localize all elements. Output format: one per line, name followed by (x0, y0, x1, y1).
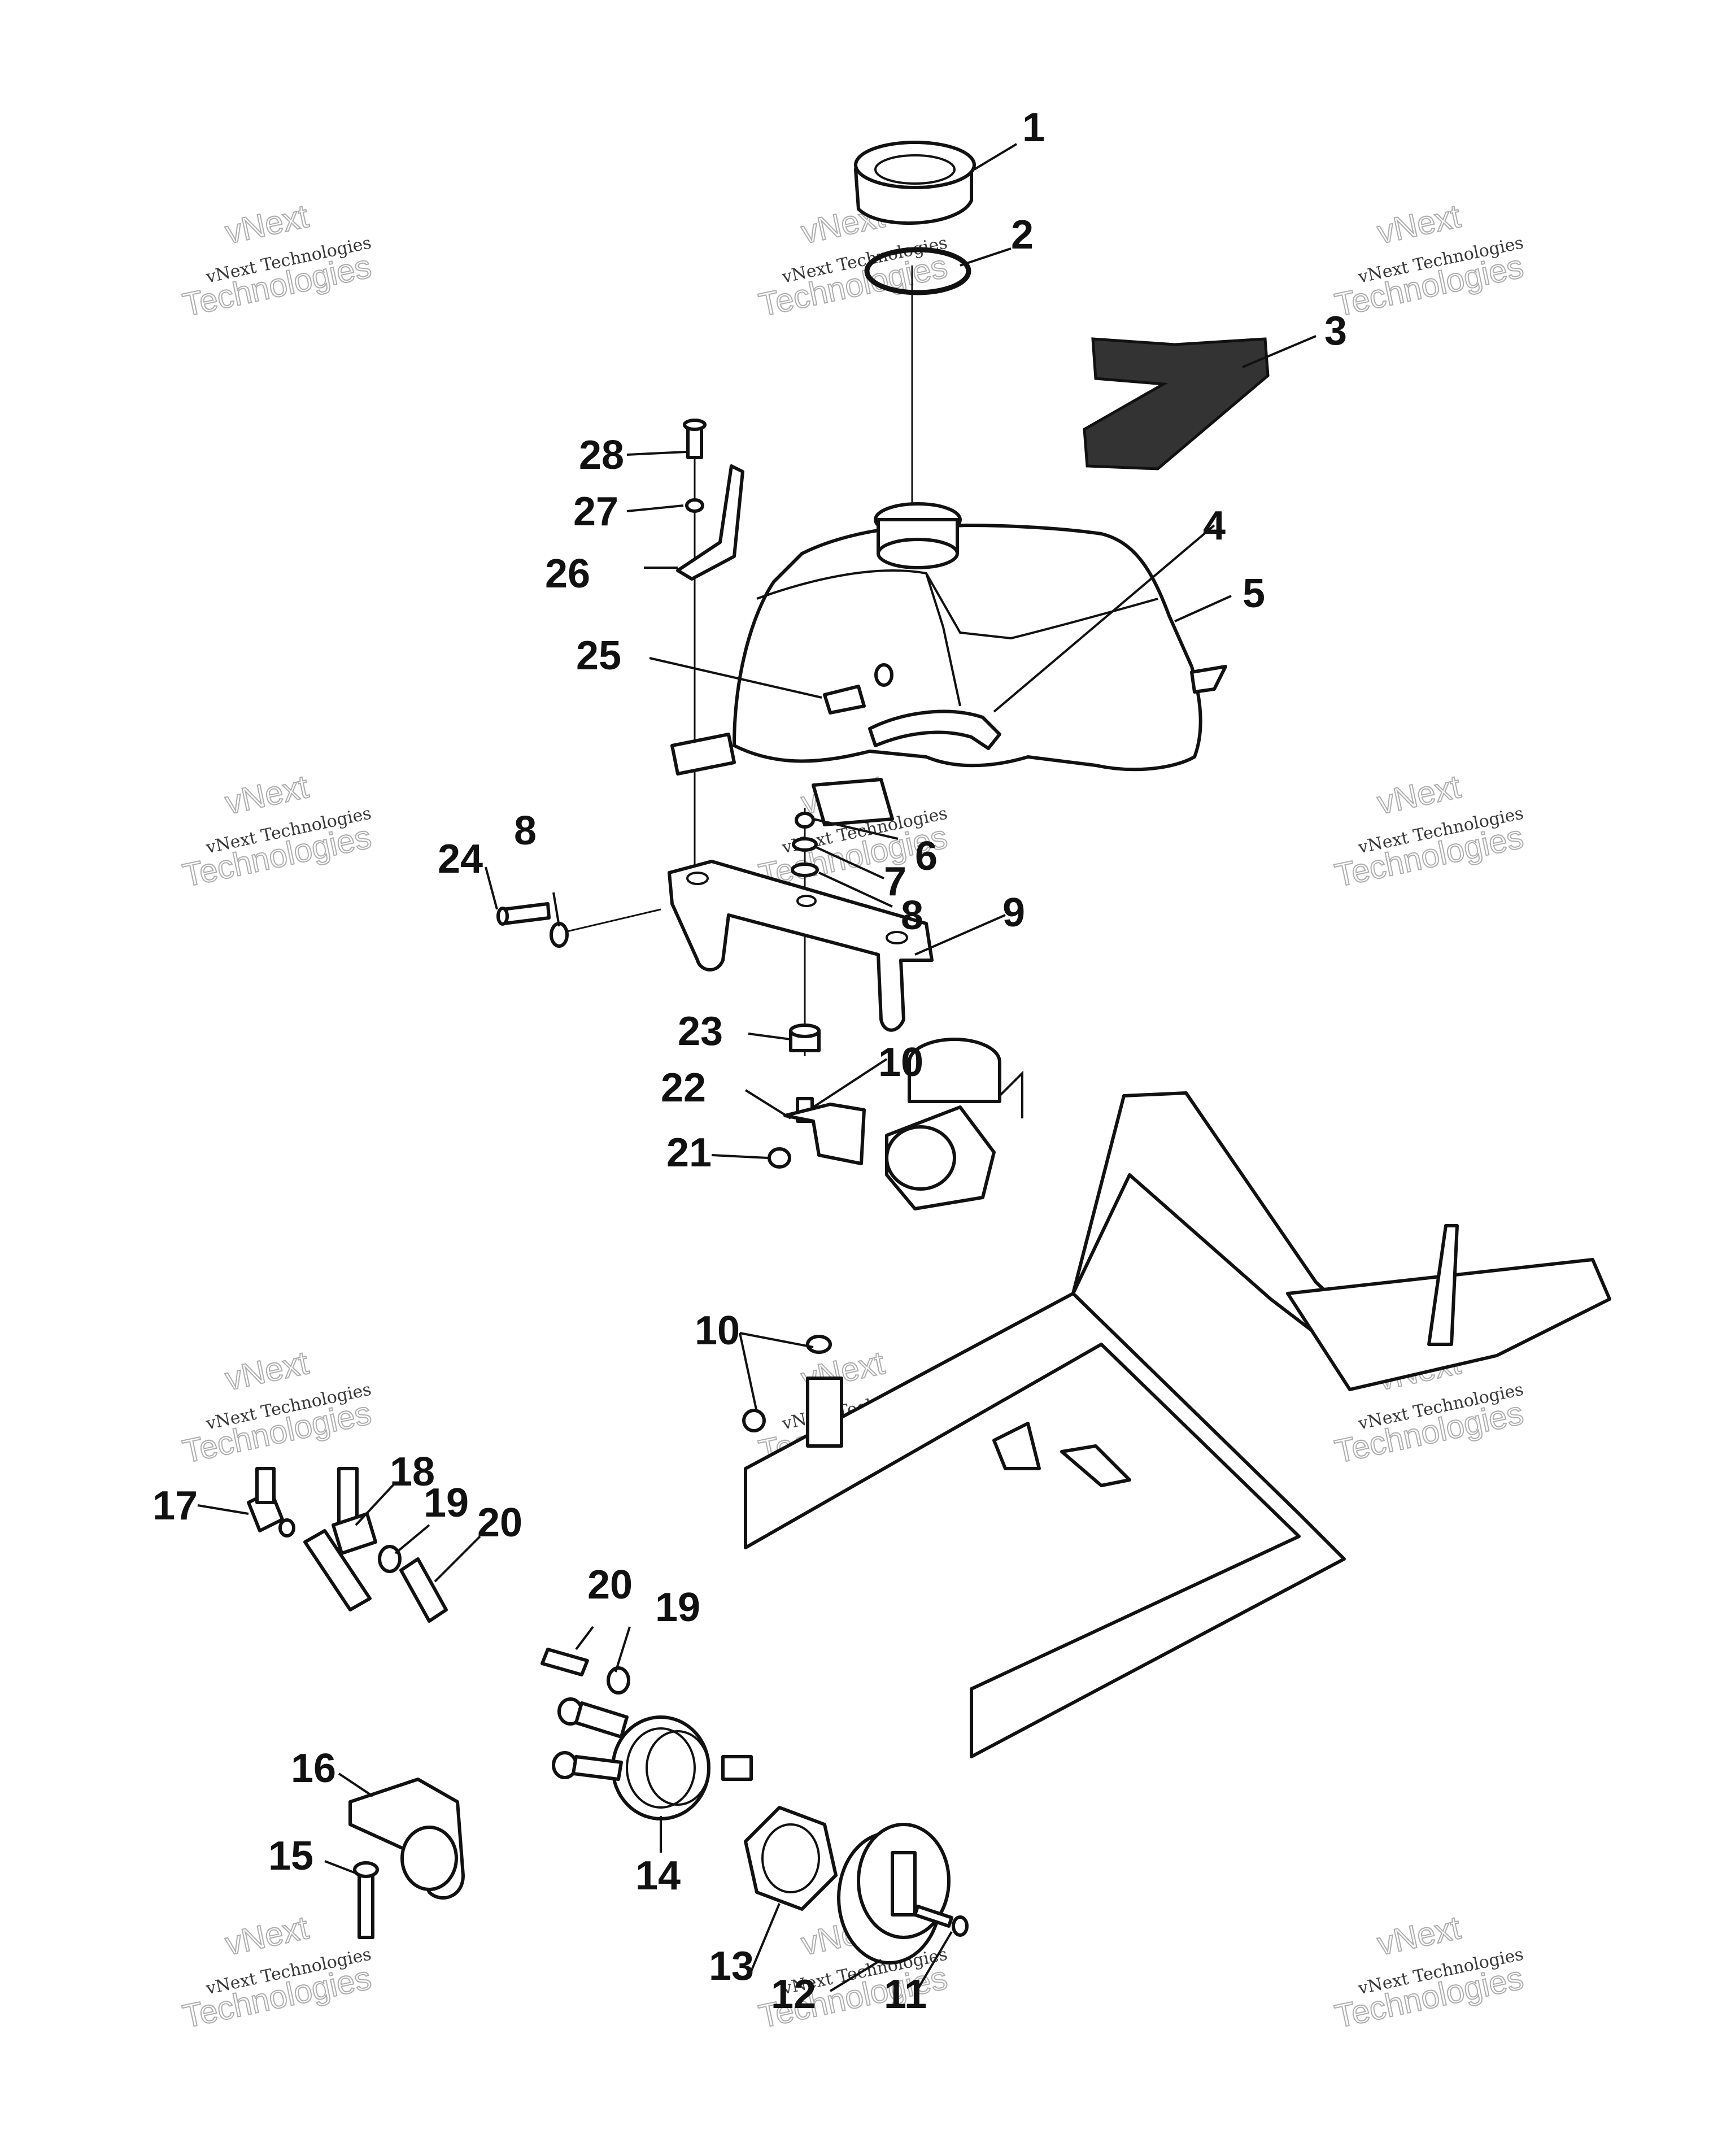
callout-7: 7 (884, 859, 906, 904)
callout-10-lower: 10 (695, 1308, 740, 1353)
callout-19-right: 19 (655, 1585, 700, 1630)
foam-pad-part (1083, 337, 1270, 471)
elbow-fitting-part (247, 1467, 295, 1537)
svg-text:vNext: vNext (1374, 768, 1464, 821)
knob-screw-part (913, 1905, 969, 1937)
callout-12: 12 (771, 1972, 816, 2017)
callout-8-upper: 8 (901, 893, 923, 938)
callout-2: 2 (1011, 212, 1034, 258)
callout-20-right: 20 (587, 1562, 633, 1608)
side-washer-part (550, 922, 569, 948)
callout-labels: 1 2 3 4 5 6 7 8 8 9 10 10 11 12 13 14 15… (152, 105, 1347, 2017)
fuel-tank-part (670, 502, 1227, 826)
callout-9: 9 (1002, 890, 1025, 935)
fuel-line-part (303, 1529, 589, 1676)
callout-21: 21 (666, 1130, 712, 1175)
carb-screw-part (768, 1147, 791, 1169)
callout-1: 1 (1022, 105, 1045, 150)
svg-text:vNext: vNext (222, 768, 312, 821)
callout-22: 22 (661, 1065, 706, 1110)
carburetor-part (885, 1038, 1023, 1210)
watermark: vNext vNext Technologies Technologies (179, 1909, 375, 2036)
leader-lines (197, 143, 1316, 1995)
fitting-part (823, 663, 893, 715)
callout-5: 5 (1243, 571, 1265, 616)
callout-26: 26 (545, 551, 590, 596)
callout-14: 14 (635, 1853, 681, 1898)
callout-18: 18 (390, 1449, 435, 1495)
callout-20-left: 20 (477, 1500, 522, 1545)
callout-23: 23 (678, 1009, 723, 1054)
frame-part (744, 1091, 1611, 1758)
svg-text:vNext: vNext (222, 1344, 312, 1397)
carb-bracket-part (783, 1103, 866, 1165)
callout-8-left: 8 (514, 808, 537, 853)
svg-text:vNext: vNext (1374, 1909, 1464, 1962)
svg-text:vNext: vNext (222, 198, 312, 251)
valve-knob-part (837, 1823, 951, 1965)
side-bolt-part (496, 902, 551, 926)
svg-text:vNext: vNext (222, 1909, 312, 1962)
callout-17: 17 (152, 1483, 198, 1528)
bracket-part (676, 464, 744, 581)
callout-10-upper: 10 (878, 1040, 923, 1085)
callout-19-left: 19 (424, 1480, 469, 1526)
vent-hose-part (868, 709, 1001, 750)
rivet-part (353, 1861, 379, 1939)
lock-nut-part (744, 1806, 838, 1911)
watermark: vNext vNext Technologies Technologies (1331, 768, 1527, 895)
frame-clip-part (742, 1335, 843, 1448)
callout-15: 15 (268, 1833, 313, 1879)
cap-gasket-part (864, 247, 971, 295)
callout-6: 6 (915, 834, 938, 879)
callout-27: 27 (573, 489, 618, 534)
svg-text:vNext: vNext (1374, 198, 1464, 251)
callout-25: 25 (576, 633, 621, 678)
grommet-part (791, 812, 819, 877)
callout-11: 11 (884, 1972, 927, 2017)
callout-28: 28 (579, 433, 624, 478)
watermark: vNext vNext Technologies Technologies (1331, 1909, 1527, 2036)
watermark: vNext vNext Technologies Technologies (179, 768, 375, 895)
fuel-valve-part (552, 1697, 753, 1820)
watermark: vNext vNext Technologies Technologies (1331, 197, 1527, 324)
watermark: vNext vNext Technologies Technologies (179, 1344, 375, 1471)
mounting-bracket-part (668, 860, 934, 1032)
callout-4: 4 (1203, 503, 1226, 548)
washer-part (685, 498, 704, 513)
callout-13: 13 (709, 1944, 754, 1989)
fuel-cap-part (854, 141, 976, 225)
t-fitting-part (332, 1467, 377, 1555)
valve-bracket-part (348, 1778, 465, 1900)
callout-3: 3 (1324, 308, 1347, 354)
callout-24: 24 (438, 837, 483, 882)
watermark: vNext vNext Technologies Technologies (179, 197, 375, 324)
callout-16: 16 (291, 1746, 336, 1791)
hose-clamp-part (378, 1545, 630, 1695)
rubber-mount-part (789, 1023, 821, 1052)
bolt-part (683, 419, 707, 459)
